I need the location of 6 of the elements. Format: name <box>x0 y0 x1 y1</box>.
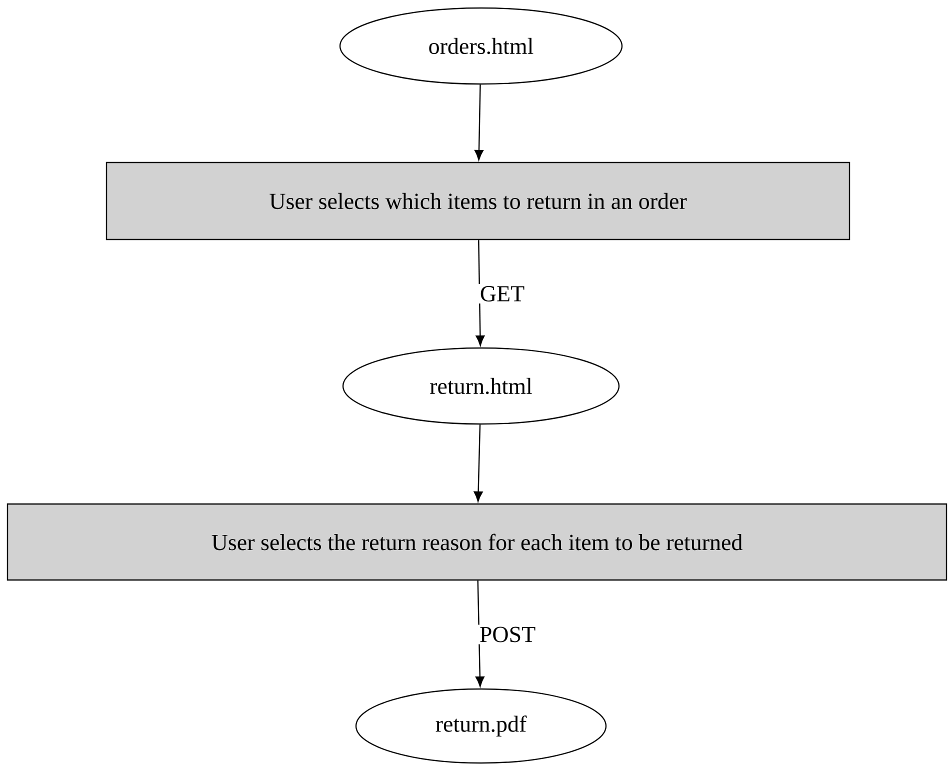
process-box: User selects which items to return in an order <box>106 162 850 240</box>
arrow <box>474 424 483 502</box>
arrow <box>474 84 484 160</box>
process-box: User selects the return reason for each item to be returned <box>6 503 948 581</box>
edge-label: POST <box>477 624 538 644</box>
edge-label: GET <box>478 284 527 304</box>
